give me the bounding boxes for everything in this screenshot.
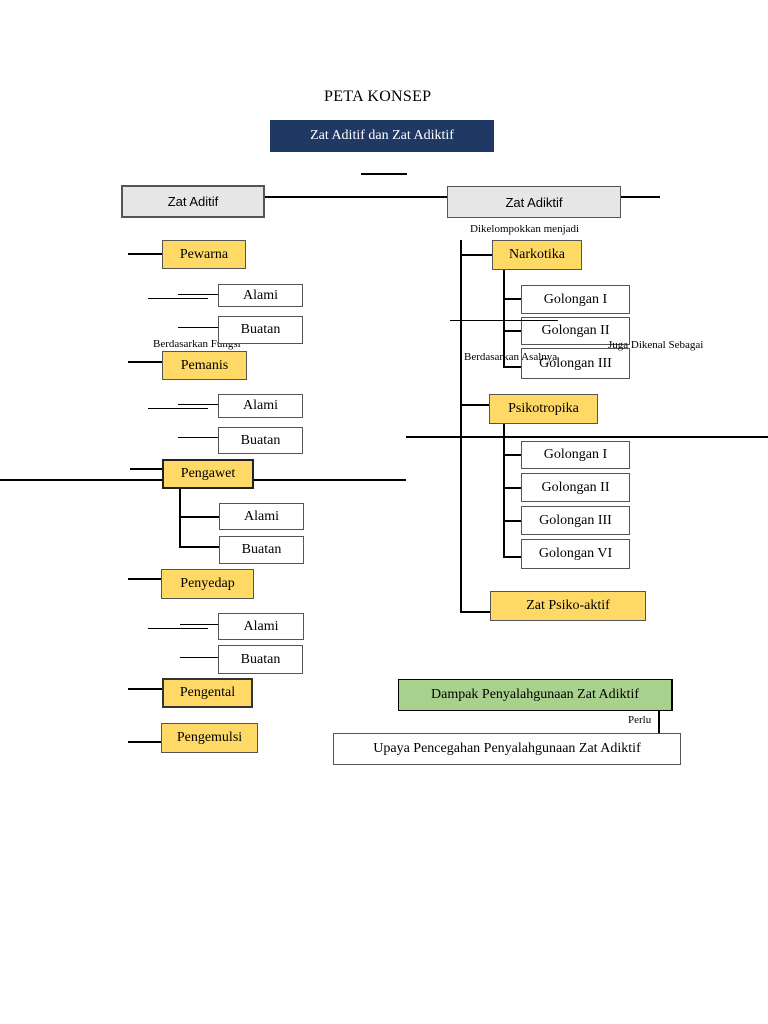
pewarna-alami-connector-a	[148, 298, 208, 299]
group-pengental: Pengental	[162, 678, 253, 708]
penyedap-alami-connector-b	[180, 624, 218, 625]
dampak-node: Dampak Penyalahgunaan Zat Adiktif	[398, 679, 673, 711]
penyedap-buatan-connector	[180, 657, 218, 658]
pewarna-alami: Alami	[218, 284, 303, 307]
root-node: Zat Aditif dan Zat Adiktif	[270, 120, 494, 152]
narkotika-golongan-1: Golongan I	[521, 285, 630, 314]
pemanis-buatan: Buatan	[218, 427, 303, 454]
category-connector	[264, 196, 448, 198]
relation-label-dikenal: Juga Dikenal Sebagai	[608, 339, 704, 351]
narkotika-gol3-connector	[503, 366, 521, 368]
psikotropika-vertical	[503, 424, 505, 558]
pemanis-alami-connector-a	[148, 408, 208, 409]
narkotika-connector	[460, 254, 492, 256]
psikotropika-golongan-1: Golongan I	[521, 441, 630, 469]
pewarna-buatan: Buatan	[218, 316, 303, 344]
adiktif-main-vertical	[460, 240, 462, 613]
pengawet-alami-connector	[179, 516, 219, 518]
psikotropika-golongan-6: Golongan VI	[521, 539, 630, 569]
group-pewarna: Pewarna	[162, 240, 246, 269]
adiktif-tail-line	[620, 196, 660, 198]
pemanis-alami: Alami	[218, 394, 303, 418]
penyedap-buatan: Buatan	[218, 645, 303, 674]
pewarna-connector	[128, 253, 162, 255]
group-narkotika: Narkotika	[492, 240, 582, 270]
pengemulsi-connector	[128, 741, 161, 743]
group-pengawet: Pengawet	[162, 459, 254, 489]
group-pengemulsi: Pengemulsi	[161, 723, 258, 753]
root-connector	[361, 173, 407, 175]
pengawet-buatan: Buatan	[219, 536, 304, 564]
pengawet-alami: Alami	[219, 503, 304, 530]
pemanis-connector	[128, 361, 162, 363]
zat-aditif-node: Zat Aditif	[121, 185, 265, 218]
relation-label-perlu: Perlu	[628, 714, 652, 726]
pengental-connector	[128, 688, 162, 690]
pewarna-buatan-connector	[178, 327, 218, 328]
group-penyedap: Penyedap	[161, 569, 254, 599]
relation-label-dikelompokkan: Dikelompokkan menjadi	[470, 223, 580, 235]
penyedap-alami-connector-a	[148, 628, 208, 629]
psikotropika-golongan-3: Golongan III	[521, 506, 630, 535]
narkotika-golongan-3: Golongan III	[521, 348, 630, 379]
narkotika-golongan-2: Golongan II	[521, 317, 630, 345]
pemanis-buatan-connector	[178, 437, 218, 438]
narkotika-vertical	[503, 270, 505, 367]
psikotropika-golongan-2: Golongan II	[521, 473, 630, 502]
psikotropika-connector	[460, 404, 489, 406]
pengawet-buatan-connector	[179, 546, 219, 548]
penyedap-alami: Alami	[218, 613, 304, 640]
pengawet-connector	[130, 468, 162, 470]
narkotika-gol2-connector	[503, 330, 521, 332]
psikotropika-long-line	[406, 436, 768, 438]
pengawet-vertical	[179, 489, 181, 547]
group-pemanis: Pemanis	[162, 351, 247, 380]
upaya-node: Upaya Pencegahan Penyalahgunaan Zat Adik…	[333, 733, 681, 765]
psikotropika-gol1-connector	[503, 454, 521, 456]
page-title: PETA KONSEP	[324, 88, 432, 105]
group-psiko-aktif: Zat Psiko-aktif	[490, 591, 646, 621]
group-psikotropika: Psikotropika	[489, 394, 598, 424]
psikotropika-gol6-connector	[503, 556, 521, 558]
dampak-upaya-connector	[658, 711, 660, 733]
psikotropika-gol3-connector	[503, 520, 521, 522]
narkotika-gol1-connector	[503, 298, 521, 300]
asal-overlap-line	[450, 320, 558, 321]
pemanis-alami-connector-b	[178, 404, 218, 405]
psikotropika-gol2-connector	[503, 487, 521, 489]
pewarna-alami-connector-b	[178, 294, 218, 295]
psikoaktif-connector	[460, 611, 490, 613]
relation-label-asal: Berdasarkan Asalnya	[464, 351, 558, 363]
zat-adiktif-node: Zat Adiktif	[447, 186, 621, 218]
penyedap-connector	[128, 578, 161, 580]
